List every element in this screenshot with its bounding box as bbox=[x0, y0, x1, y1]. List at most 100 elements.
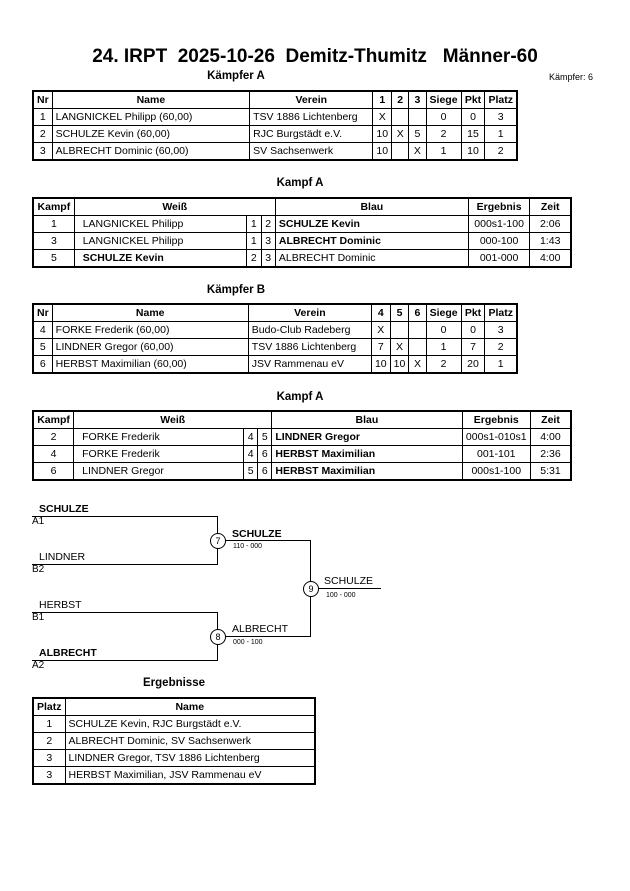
cell-siege: 0 bbox=[425, 321, 462, 339]
bracket-line bbox=[218, 540, 311, 541]
cell-verein: JSV Rammenau eV bbox=[247, 355, 372, 374]
bracket-sf2-winner: ALBRECHT bbox=[232, 623, 289, 635]
bracket-line bbox=[32, 660, 218, 661]
table-row: 2 SCHULZE Kevin (60,00) RJC Burgstädt e.… bbox=[32, 125, 518, 143]
cell-nr: 4 bbox=[32, 321, 53, 339]
col-header: 2 bbox=[391, 90, 410, 109]
cell-name: LANGNICKEL Philipp (60,00) bbox=[51, 108, 251, 126]
cell-name: HERBST Maximilian, JSV Rammenau eV bbox=[64, 766, 316, 785]
cell-name: SCHULZE Kevin, RJC Burgstädt e.V. bbox=[64, 715, 316, 733]
cell-r3 bbox=[408, 108, 427, 126]
col-header: Siege bbox=[425, 303, 462, 322]
cell-r1: X bbox=[372, 108, 393, 126]
cell-nr: 2 bbox=[32, 125, 53, 143]
bracket-line bbox=[32, 564, 218, 565]
cell-nr: 3 bbox=[32, 142, 53, 161]
bracket-line bbox=[311, 588, 381, 589]
bracket-sf2-score: 000 - 100 bbox=[233, 639, 263, 646]
cell-siege: 1 bbox=[425, 338, 462, 356]
bracket-sf2-fight-no: 8 bbox=[210, 629, 226, 645]
cell-n2: 6 bbox=[257, 462, 273, 481]
cell-name: LINDNER Gregor, TSV 1886 Lichtenberg bbox=[64, 749, 316, 767]
cell-n1: 1 bbox=[246, 232, 262, 250]
cell-ergebnis: 000s1-100 bbox=[467, 215, 531, 233]
cell-platz: 1 bbox=[484, 125, 518, 143]
cell-name: HERBST Maximilian (60,00) bbox=[51, 355, 249, 374]
table-row: 5 SCHULZE Kevin 2 3 ALBRECHT Dominic 001… bbox=[32, 249, 572, 268]
table-row: 4 FORKE Frederik (60,00) Budo-Club Radeb… bbox=[32, 321, 518, 339]
cell-pkt: 7 bbox=[460, 338, 486, 356]
table-row: 3 LANGNICKEL Philipp 1 3 ALBRECHT Domini… bbox=[32, 232, 572, 250]
table-header-row: Platz Name bbox=[32, 697, 316, 716]
cell-kampf: 1 bbox=[32, 215, 75, 233]
col-header: 1 bbox=[372, 90, 393, 109]
cell-ergebnis: 001-101 bbox=[461, 445, 532, 463]
col-header: Verein bbox=[249, 90, 374, 109]
cell-r3: 5 bbox=[408, 125, 427, 143]
cell-r3: X bbox=[408, 142, 427, 161]
cell-n2: 3 bbox=[260, 249, 276, 268]
cell-pkt: 0 bbox=[460, 321, 486, 339]
bracket-sf2-bottom-seed: A2 bbox=[32, 660, 45, 671]
cell-blau: HERBST Maximilian bbox=[271, 462, 463, 481]
col-header: Kampf bbox=[32, 197, 75, 216]
table-row: 5 LINDNER Gregor (60,00) TSV 1886 Lichte… bbox=[32, 338, 518, 356]
col-header: Platz bbox=[484, 90, 518, 109]
cell-name: ALBRECHT Dominic (60,00) bbox=[51, 142, 251, 161]
cell-blau: ALBRECHT Dominic bbox=[274, 232, 469, 250]
cell-kampf: 6 bbox=[32, 462, 75, 481]
cell-ergebnis: 000-100 bbox=[467, 232, 531, 250]
cell-verein: TSV 1886 Lichtenberg bbox=[247, 338, 372, 356]
table-row: 1 LANGNICKEL Philipp 1 2 SCHULZE Kevin 0… bbox=[32, 215, 572, 233]
bracket-line bbox=[32, 612, 218, 613]
cell-weiss: FORKE Frederik bbox=[73, 428, 245, 446]
cell-verein: SV Sachsenwerk bbox=[249, 142, 374, 161]
cell-zeit: 5:31 bbox=[530, 462, 572, 481]
col-header: Blau bbox=[271, 410, 463, 429]
table-row: 3 ALBRECHT Dominic (60,00) SV Sachsenwer… bbox=[32, 142, 518, 161]
cell-nr: 1 bbox=[32, 108, 53, 126]
col-header: Weiß bbox=[73, 410, 273, 429]
col-header: 6 bbox=[408, 303, 427, 322]
col-header: Verein bbox=[247, 303, 372, 322]
cell-zeit: 1:43 bbox=[529, 232, 572, 250]
cell-weiss: LANGNICKEL Philipp bbox=[73, 215, 248, 233]
cell-kampf: 3 bbox=[32, 232, 75, 250]
cell-platz: 2 bbox=[484, 142, 518, 161]
cell-kampf: 2 bbox=[32, 428, 75, 446]
col-header: Zeit bbox=[530, 410, 572, 429]
cell-n1: 4 bbox=[243, 445, 259, 463]
cell-r1: X bbox=[370, 321, 391, 339]
cell-ergebnis: 000s1-010s1 bbox=[461, 428, 532, 446]
bracket-sf1-top-name: SCHULZE bbox=[39, 503, 89, 515]
cell-name: SCHULZE Kevin (60,00) bbox=[51, 125, 251, 143]
cell-n2: 3 bbox=[260, 232, 276, 250]
col-header: Nr bbox=[32, 90, 53, 109]
cell-r1: 10 bbox=[372, 125, 393, 143]
cell-name: LINDNER Gregor (60,00) bbox=[51, 338, 249, 356]
cell-weiss: FORKE Frederik bbox=[73, 445, 245, 463]
cell-pkt: 15 bbox=[460, 125, 486, 143]
col-header: 3 bbox=[408, 90, 427, 109]
cell-blau: ALBRECHT Dominic bbox=[274, 249, 469, 268]
cell-r2 bbox=[391, 108, 410, 126]
cell-siege: 0 bbox=[425, 108, 462, 126]
cell-ergebnis: 000s1-100 bbox=[461, 462, 532, 481]
cell-r1: 10 bbox=[372, 142, 393, 161]
bracket-sf1-bottom-seed: B2 bbox=[32, 564, 45, 575]
cell-nr: 5 bbox=[32, 338, 53, 356]
table-row: 6 HERBST Maximilian (60,00) JSV Rammenau… bbox=[32, 355, 518, 374]
bracket-line bbox=[218, 636, 311, 637]
cell-zeit: 2:36 bbox=[530, 445, 572, 463]
col-header: Siege bbox=[425, 90, 462, 109]
bracket-sf1-winner: SCHULZE bbox=[232, 528, 282, 540]
bracket-sf2-bottom-name: ALBRECHT bbox=[39, 647, 97, 659]
cell-r2 bbox=[389, 321, 410, 339]
table-row: 2 ALBRECHT Dominic, SV Sachsenwerk bbox=[32, 732, 316, 750]
cell-platz: 3 bbox=[484, 321, 518, 339]
cell-r2: X bbox=[389, 338, 410, 356]
col-header: Blau bbox=[274, 197, 469, 216]
fighter-count: Kämpfer: 6 bbox=[549, 72, 594, 82]
fights-a-table: Kampf Weiß Blau Ergebnis Zeit 1 LANGNICK… bbox=[32, 197, 572, 268]
cell-r1: 7 bbox=[370, 338, 391, 356]
